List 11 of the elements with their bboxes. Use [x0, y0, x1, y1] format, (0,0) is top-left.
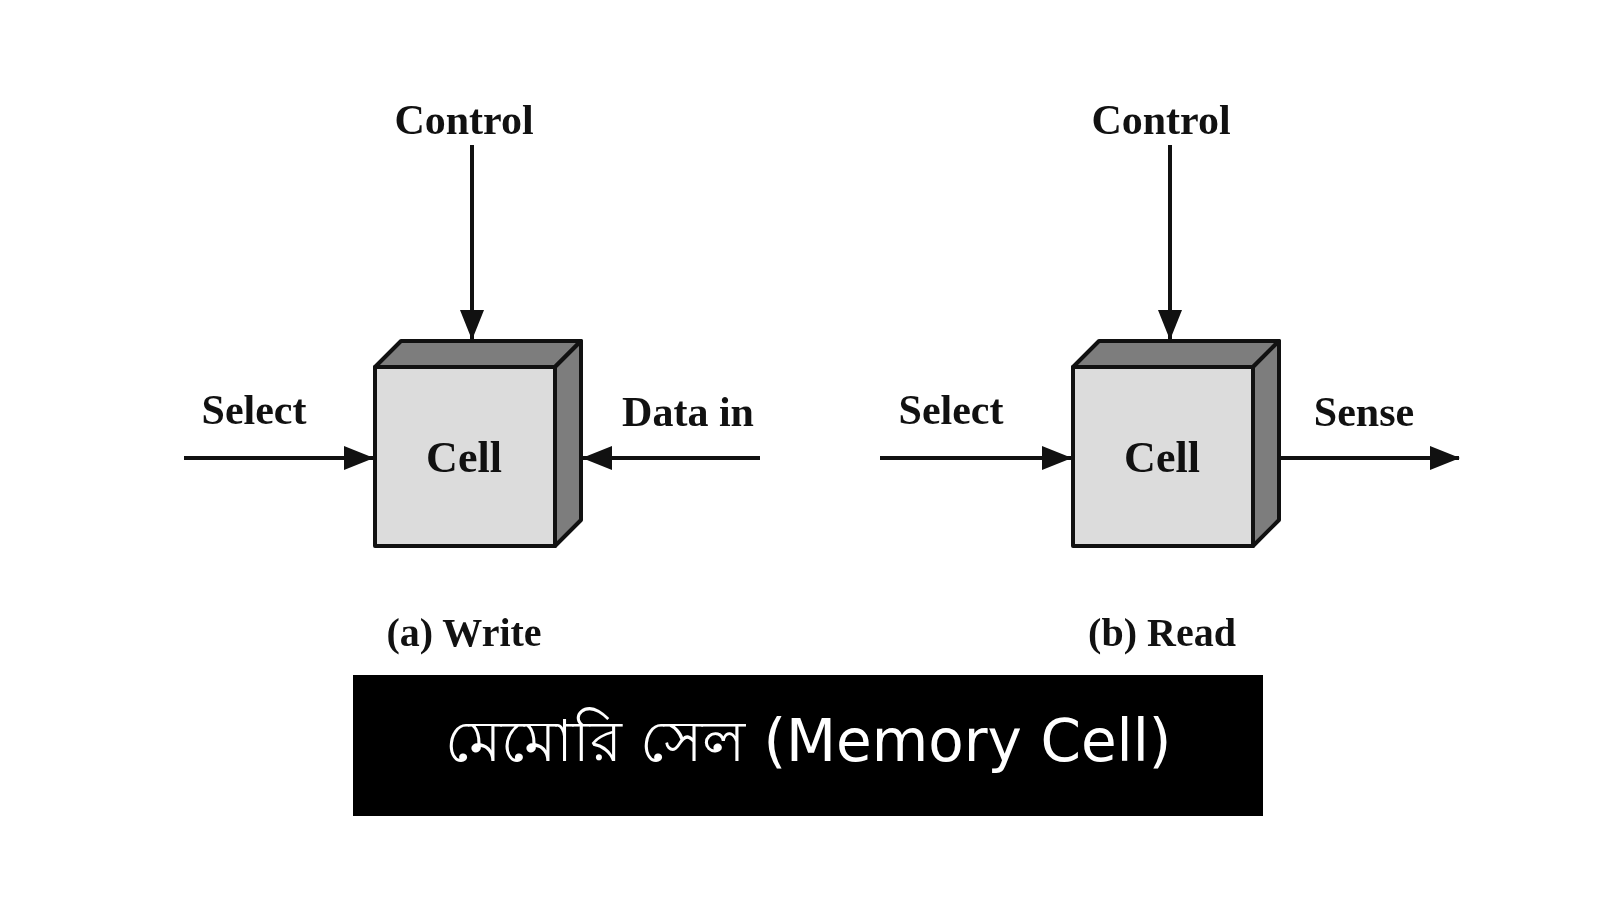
- signal-label: Control: [392, 95, 536, 145]
- caption-banner: মেমোরি সেল (Memory Cell): [353, 675, 1263, 816]
- arrow: [1281, 446, 1460, 470]
- arrow: [1158, 145, 1182, 340]
- signal-label: Control: [1089, 95, 1233, 145]
- arrow: [460, 145, 484, 340]
- figure-caption: (a) Write: [386, 610, 542, 656]
- figure-caption: (b) Read: [1088, 610, 1236, 656]
- arrow: [880, 446, 1072, 470]
- arrow: [184, 446, 374, 470]
- arrow: [582, 446, 760, 470]
